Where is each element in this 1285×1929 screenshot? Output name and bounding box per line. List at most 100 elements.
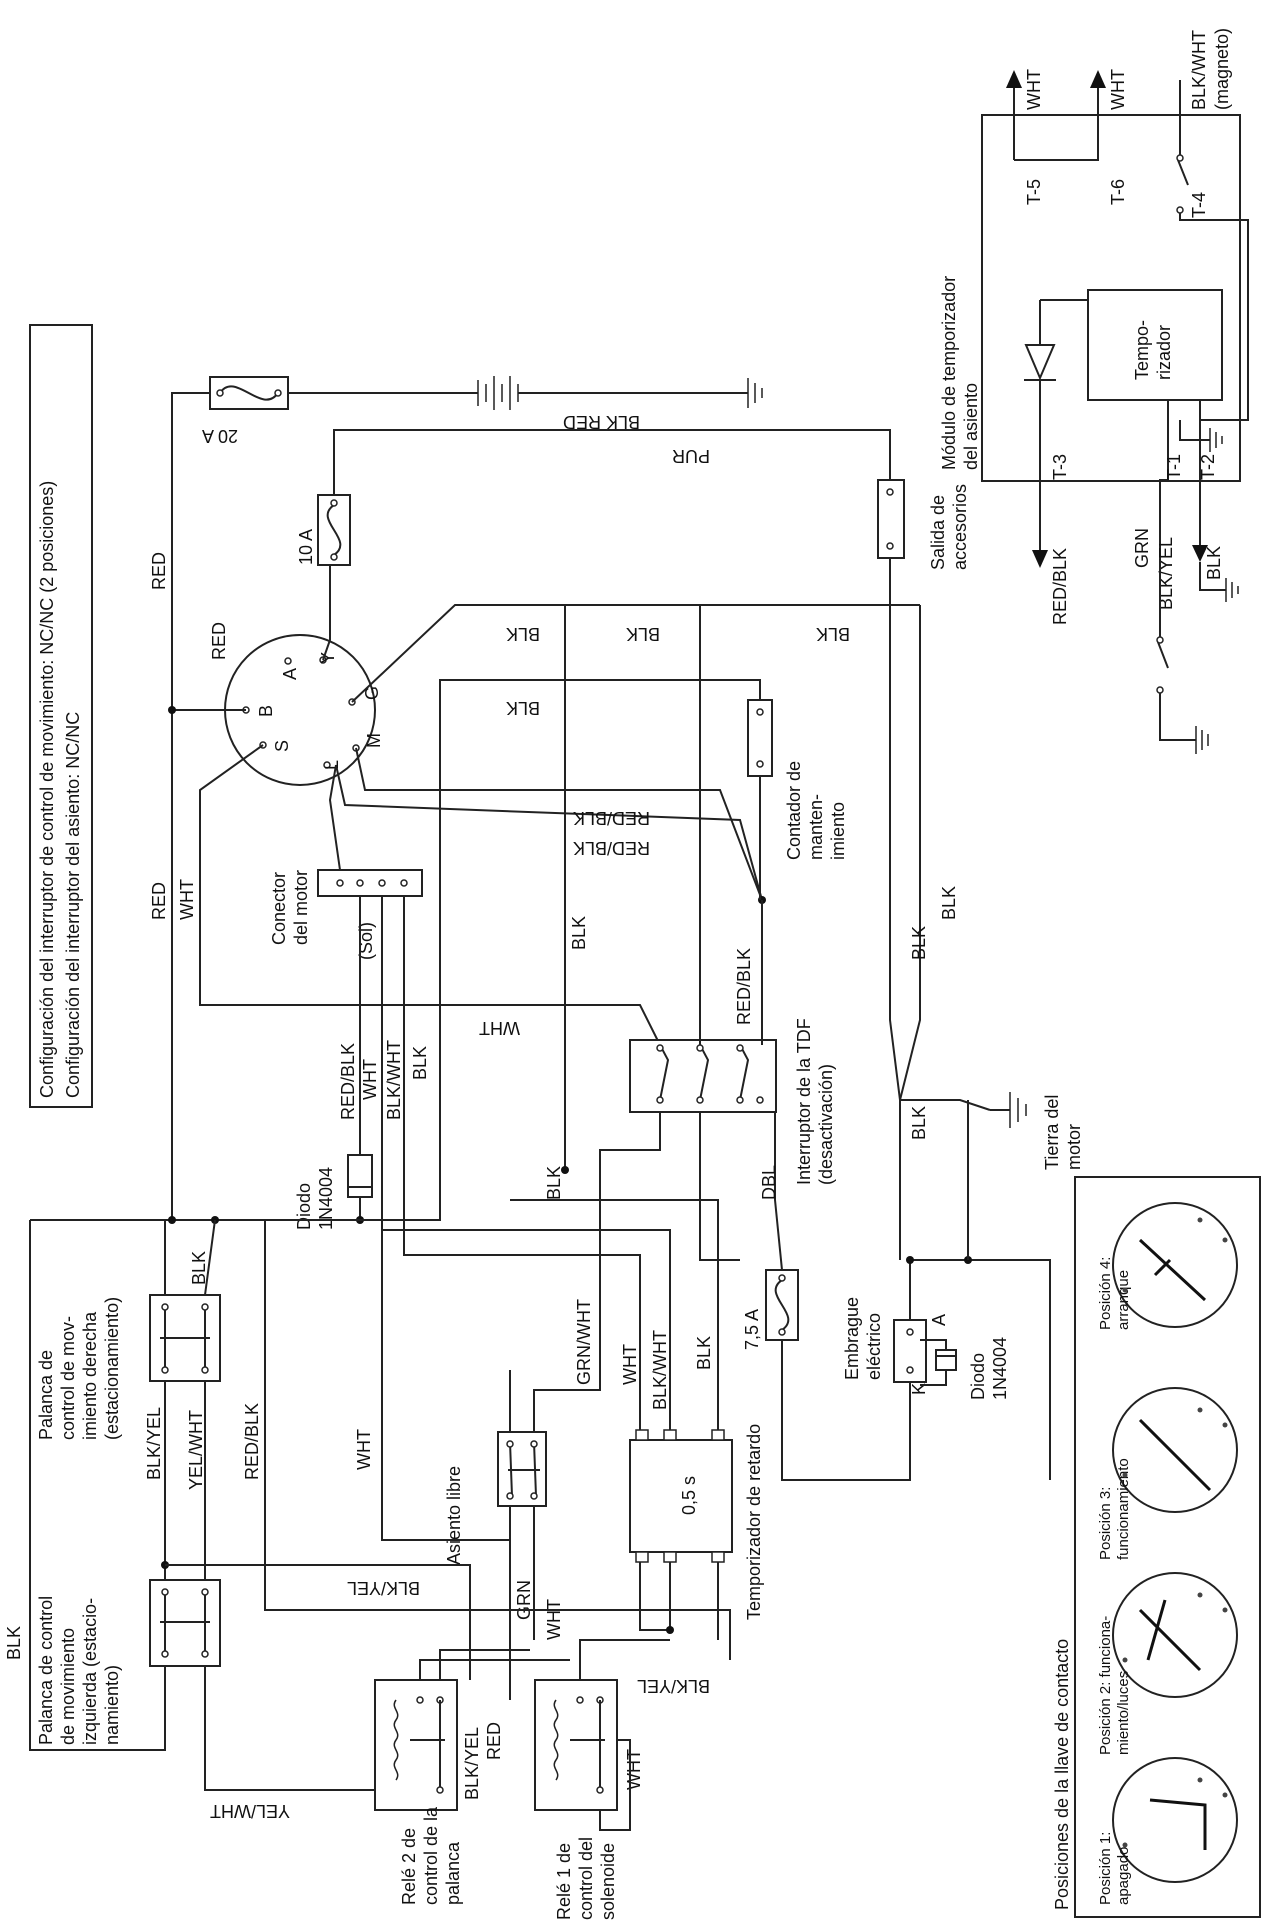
engine-ground: Tierra del motor BLK	[899, 1090, 1084, 1260]
relay1-label-2: control del	[576, 1837, 596, 1920]
engine-ground-label-2: motor	[1064, 1124, 1084, 1170]
left-lever-label-4: namiento)	[102, 1665, 122, 1745]
left-lever-label-1: Palanca de control	[36, 1596, 56, 1745]
wire-label-blk-right: BLK	[189, 1251, 209, 1285]
diode2-label-2: 1N4004	[990, 1337, 1010, 1400]
delay-timer: 0,5 s WHT BLK/WHT BLK GRN/WHT Temporizad…	[565, 1199, 764, 1640]
delay-timer-label: Temporizador de retardo	[744, 1424, 764, 1620]
hour-meter-label-2: manten-	[806, 794, 826, 860]
clutch-label-2: eléctrico	[864, 1313, 884, 1380]
seat-module-label: Módulo de temporizador del asiento	[939, 271, 981, 470]
key-pos4-label-2: arranque	[1115, 1270, 1132, 1330]
wire-label-red-key2: RED	[149, 882, 169, 920]
timer-label-2: rizador	[1154, 325, 1174, 380]
wire-label-dbl: DBL	[759, 1165, 779, 1200]
wire-label-blk-yel-relay2: BLK/YEL	[462, 1727, 482, 1800]
accessory-label-2: accesorios	[950, 484, 970, 570]
left-lever-label-3: izquierda (estacio-	[80, 1598, 100, 1745]
key-pos4-label: Posición 4: arranque	[1097, 1252, 1132, 1330]
wire-label-blk-acc: BLK	[939, 886, 959, 920]
wire-label-blk-g: BLK	[506, 624, 540, 644]
motor-connector-label-1: Conector	[269, 872, 289, 945]
key-pos1-label: Posición 1: apagado	[1097, 1827, 1132, 1905]
pto-switch: RED/BLK BLK Interruptor de la TDF (desac…	[510, 605, 836, 1271]
right-lever-label-1: Palanca de	[36, 1350, 56, 1440]
wire-label-red-blk-t3: RED/BLK	[1050, 548, 1070, 625]
arrow-down-icon	[1032, 550, 1048, 568]
seat-timer-module: Tempo- rizador Módulo de temporizador de…	[939, 28, 1249, 754]
diode1-label-2: 1N4004	[316, 1167, 336, 1230]
right-lever-label-3: imiento derecha	[80, 1311, 100, 1440]
pto-label-1: Interruptor de la TDF	[794, 1018, 814, 1185]
wire-label-red-key: RED	[209, 622, 229, 660]
wire-label-blk-conn: BLK	[410, 1046, 430, 1080]
wire-label-wht-seat: WHT	[544, 1599, 564, 1640]
wire-label-blk-timer: BLK	[694, 1336, 714, 1370]
battery-icon	[477, 376, 519, 410]
engine-ground-label: Tierra del motor	[1042, 1090, 1084, 1170]
clutch-label: Embrague eléctrico	[842, 1292, 884, 1380]
diode2-label-1: Diodo	[968, 1353, 988, 1400]
wire-label-blk-wht-timer: BLK/WHT	[650, 1330, 670, 1410]
wire-label-blk-hour-meter: BLK	[506, 698, 540, 718]
wire-label-wht-relay1: WHT	[624, 1749, 644, 1790]
terminal-t3: T-3	[1050, 454, 1070, 480]
terminal-t6: T-6	[1108, 179, 1128, 205]
right-lever-label-4: (estacionamiento)	[102, 1297, 122, 1440]
timer-label: Tempo- rizador	[1132, 315, 1174, 380]
wire-label-blk-left: BLK	[4, 1626, 24, 1660]
key-terminal-l: L	[322, 760, 342, 770]
right-lever-label: Palanca de control de mov- imiento derec…	[36, 1297, 122, 1440]
key-positions-title: Posiciones de la llave de contacto	[1052, 1639, 1072, 1910]
terminal-t1: T-1	[1164, 454, 1184, 480]
wire-label-grn-t1: GRN	[1132, 528, 1152, 568]
key-pos3-label-1: Posición 3:	[1097, 1487, 1114, 1560]
wire-label-wht-s: WHT	[479, 1018, 520, 1038]
left-lever-switch: Palanca de control de movimiento izquier…	[4, 1220, 375, 1821]
motor-connector: Conector del motor (Sol) RED/BLK WHT BLK…	[269, 764, 671, 1430]
diode2-label: Diodo 1N4004	[968, 1337, 1010, 1400]
relay1-label-3: solenoide	[598, 1843, 618, 1920]
wire-label-blk-ground: BLK	[909, 1106, 929, 1140]
hour-meter-label-3: imiento	[828, 802, 848, 860]
hour-meter-label-1: Contador de	[784, 761, 804, 860]
wire-label-blk-t2: BLK	[1204, 546, 1224, 580]
key-pos2-label-2: miento/luces	[1115, 1671, 1132, 1755]
wire-label-blk-g3: BLK	[816, 624, 850, 644]
wire-label-wht-left: WHT	[354, 1429, 374, 1470]
diode1-label-1: Diodo	[294, 1183, 314, 1230]
seat-label: Asiento libre	[444, 1466, 464, 1565]
wire-label-blk-wht-conn: BLK/WHT	[384, 1040, 404, 1120]
key-pos3-label-2: funcionamiento	[1115, 1458, 1132, 1560]
fuse-75a-label: 7,5 A	[742, 1309, 762, 1350]
arrow-up-icon	[1090, 70, 1106, 88]
wire-label-blk-g2: BLK	[626, 624, 660, 644]
wire-label-wht-timer: WHT	[620, 1344, 640, 1385]
relay1-label-1: Relé 1 de	[554, 1843, 574, 1920]
clutch-terminal-a: A	[929, 1314, 949, 1326]
diode1-label: Diodo 1N4004	[294, 1167, 336, 1230]
accessory-label-1: Salida de	[928, 495, 948, 570]
wire-label-yel-wht-left: YEL/WHT	[210, 1801, 290, 1821]
hour-meter: Contador de manten- imiento	[747, 699, 848, 900]
fuse-10a-label: 10 A	[296, 529, 316, 565]
fuse-20a-label: 20 A	[202, 426, 238, 446]
wire-label-red-relay: RED	[484, 1722, 504, 1760]
clutch-label-1: Embrague	[842, 1297, 862, 1380]
key-terminal-y: Y	[318, 652, 338, 664]
wire-label-blk-acc2: BLK	[909, 926, 929, 960]
key-pos4-label-1: Posición 4:	[1097, 1257, 1114, 1330]
key-pos3-label: Posición 3: funcionamiento	[1097, 1458, 1132, 1560]
wire-label-pur: PUR	[672, 446, 710, 466]
wire-label-red-blk-pto: RED/BLK	[734, 948, 754, 1025]
key-terminal-b: B	[256, 705, 276, 717]
dial-tick-dots	[1122, 1217, 1228, 1848]
key-switch: A B S Y G L M RED 10 A PUR BLK BLK BLK B…	[149, 429, 920, 1046]
wire-label-blk-pto: BLK	[569, 916, 589, 950]
config-note-box: Configuración del interruptor de control…	[29, 324, 93, 1108]
wire-label-blk-yel-right: BLK/YEL	[144, 1407, 164, 1480]
wire-label-wht-t6: WHT	[1108, 69, 1128, 110]
terminal-t5: T-5	[1024, 179, 1044, 205]
wire-label-wht-conn: WHT	[360, 1059, 380, 1100]
left-lever-label: Palanca de control de movimiento izquier…	[36, 1591, 122, 1745]
